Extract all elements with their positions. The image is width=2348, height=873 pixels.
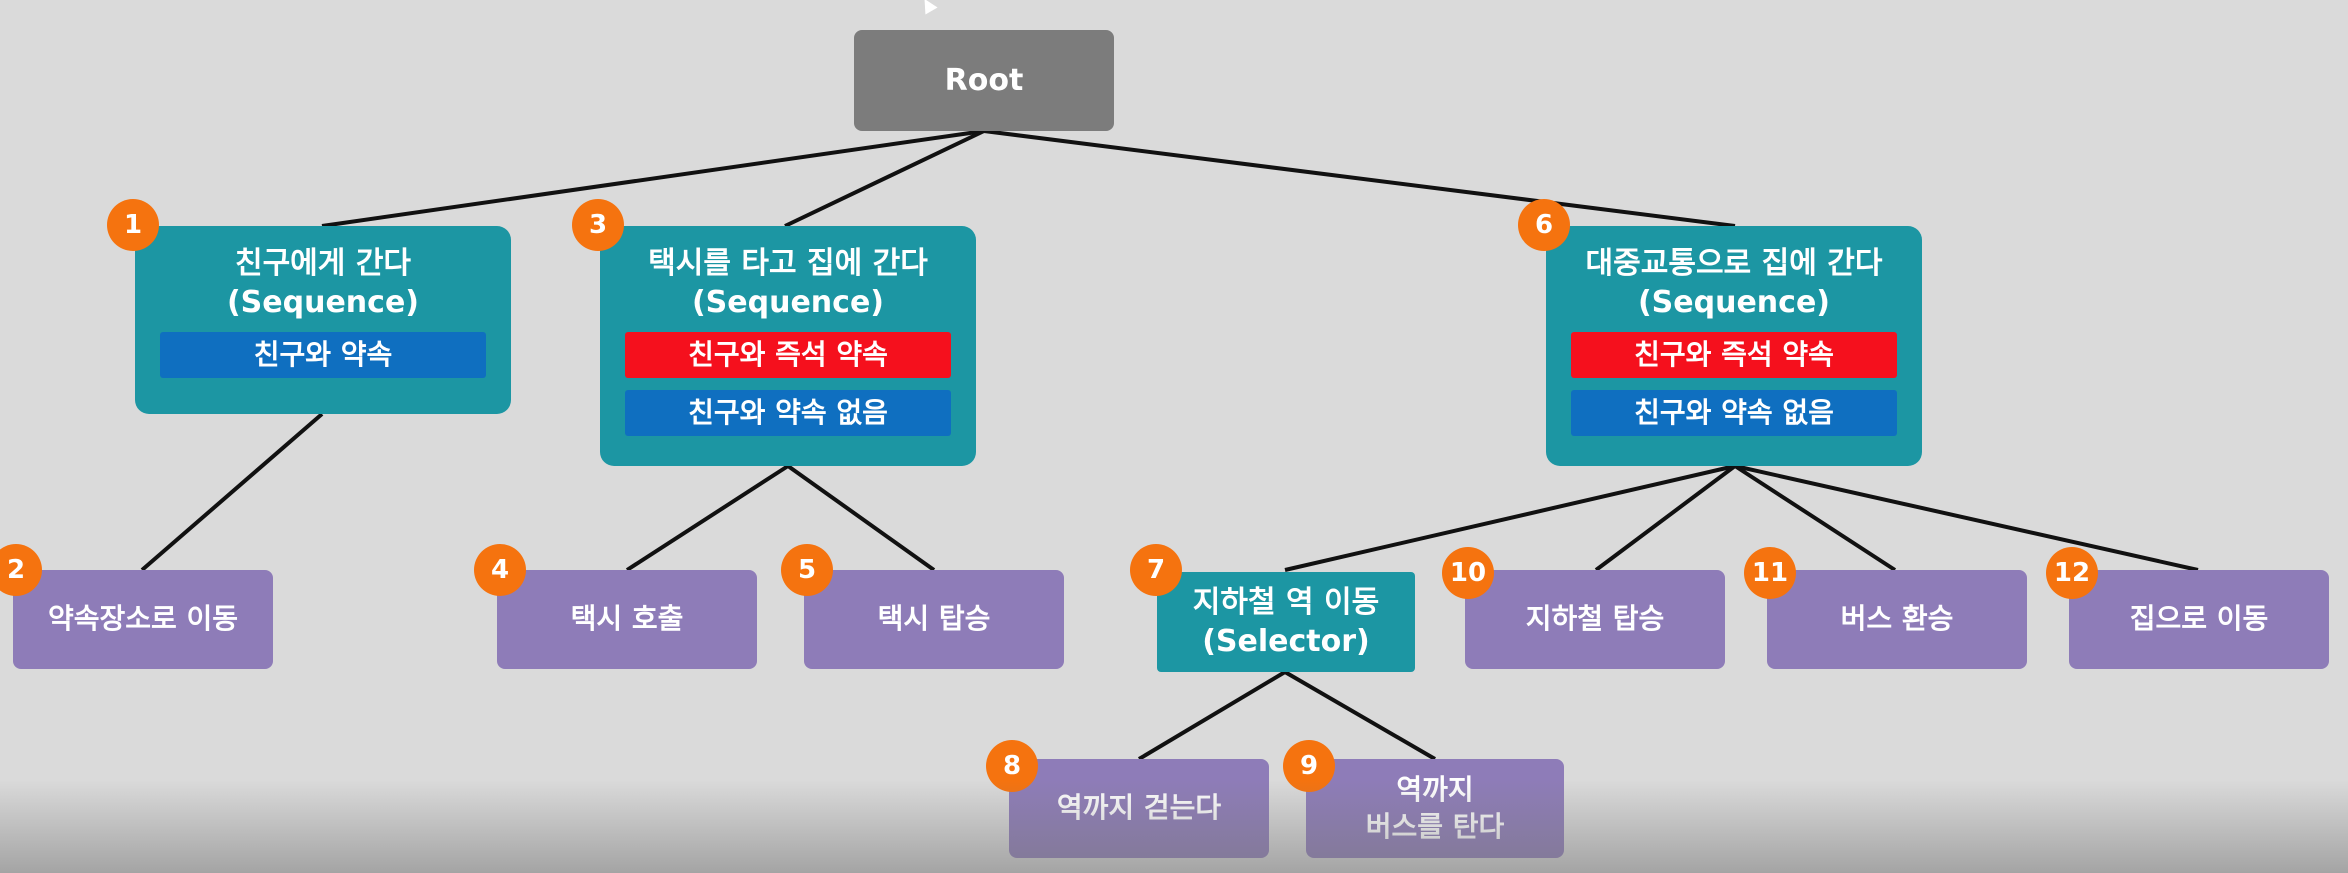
badge-number: 1 bbox=[123, 210, 143, 240]
node-type: (Sequence) bbox=[226, 285, 420, 320]
node-label: 집으로 이동 bbox=[2129, 602, 2269, 636]
sequence-node-taxi-home: 택시를 타고 집에 간다 (Sequence) 친구와 즉석 약속 친구와 약속… bbox=[600, 226, 976, 466]
badge-5: 5 bbox=[781, 544, 833, 596]
badge-4: 4 bbox=[474, 544, 526, 596]
node-label: 약속장소로 이동 bbox=[47, 602, 239, 636]
edge-7-9 bbox=[1283, 670, 1437, 761]
badge-2: 2 bbox=[0, 544, 42, 596]
condition-label: 친구와 즉석 약속 bbox=[688, 337, 888, 371]
edge-root-6 bbox=[983, 129, 1736, 228]
badge-number: 5 bbox=[797, 555, 817, 585]
badge-number: 2 bbox=[6, 555, 26, 585]
badge-number: 8 bbox=[1002, 751, 1022, 781]
badge-8: 8 bbox=[986, 740, 1038, 792]
badge-10: 10 bbox=[1442, 547, 1494, 599]
node-label: 역까지 걷는다 bbox=[1056, 791, 1222, 825]
condition-instant-promise: 친구와 즉석 약속 bbox=[625, 332, 951, 378]
action-node-move-home: 집으로 이동 bbox=[2069, 570, 2329, 669]
action-node-walk-to-station: 역까지 걷는다 bbox=[1009, 759, 1269, 858]
badge-number: 7 bbox=[1146, 555, 1166, 585]
edge-root-1 bbox=[321, 129, 985, 228]
badge-number: 11 bbox=[1751, 558, 1789, 588]
condition-label: 친구와 약속 없음 bbox=[1634, 395, 1834, 429]
node-title: 지하철 역 이동 bbox=[1192, 585, 1380, 620]
node-type: (Sequence) bbox=[691, 285, 885, 320]
condition-promise: 친구와 약속 bbox=[160, 332, 486, 378]
edge-6-7 bbox=[1284, 464, 1736, 572]
edge-6-10 bbox=[1594, 464, 1737, 572]
node-label: 택시 호출 bbox=[570, 602, 684, 636]
badge-1: 1 bbox=[107, 199, 159, 251]
action-node-transfer-bus: 버스 환승 bbox=[1767, 570, 2027, 669]
action-node-ride-taxi: 택시 탑승 bbox=[804, 570, 1064, 669]
selector-node-move-to-subway-station: 지하철 역 이동 (Selector) bbox=[1157, 572, 1415, 672]
edge-7-8 bbox=[1137, 670, 1287, 761]
action-node-ride-subway: 지하철 탑승 bbox=[1465, 570, 1725, 669]
badge-3: 3 bbox=[572, 199, 624, 251]
node-label-line1: 역까지 bbox=[1396, 773, 1474, 807]
edge-3-5 bbox=[786, 464, 936, 572]
edge-6-12 bbox=[1734, 464, 2199, 572]
badge-11: 11 bbox=[1744, 547, 1796, 599]
sequence-node-go-to-friend: 친구에게 간다 (Sequence) 친구와 약속 bbox=[135, 226, 511, 414]
condition-instant-promise: 친구와 즉석 약속 bbox=[1571, 332, 1897, 378]
action-node-call-taxi: 택시 호출 bbox=[497, 570, 757, 669]
node-label-line2: 버스를 탄다 bbox=[1365, 809, 1505, 843]
badge-9: 9 bbox=[1283, 740, 1335, 792]
root-label: Root bbox=[944, 63, 1024, 98]
badge-number: 4 bbox=[490, 555, 510, 585]
node-title: 친구에게 간다 bbox=[234, 246, 412, 281]
node-type: (Selector) bbox=[1202, 624, 1370, 659]
badge-number: 12 bbox=[2053, 558, 2091, 588]
badge-12: 12 bbox=[2046, 547, 2098, 599]
badge-number: 3 bbox=[588, 210, 608, 240]
badge-6: 6 bbox=[1518, 199, 1570, 251]
root-node: Root bbox=[854, 30, 1114, 131]
node-label: 택시 탑승 bbox=[877, 602, 991, 636]
edge-1-2 bbox=[140, 412, 324, 572]
edge-3-4 bbox=[625, 464, 790, 572]
node-label: 지하철 탑승 bbox=[1525, 602, 1665, 636]
node-label: 버스 환승 bbox=[1840, 602, 1954, 636]
condition-no-promise: 친구와 약속 없음 bbox=[1571, 390, 1897, 436]
node-title: 택시를 타고 집에 간다 bbox=[648, 246, 928, 281]
condition-label: 친구와 약속 bbox=[253, 337, 393, 371]
badge-number: 6 bbox=[1534, 210, 1554, 240]
action-node-move-to-meeting-place: 약속장소로 이동 bbox=[13, 570, 273, 669]
node-title: 대중교통으로 집에 간다 bbox=[1585, 246, 1883, 281]
edge-root-3 bbox=[784, 129, 985, 228]
badge-7: 7 bbox=[1130, 544, 1182, 596]
action-node-bus-to-station: 역까지 버스를 탄다 bbox=[1306, 759, 1564, 858]
condition-no-promise: 친구와 약속 없음 bbox=[625, 390, 951, 436]
badge-number: 9 bbox=[1299, 751, 1319, 781]
edge-6-11 bbox=[1733, 464, 1897, 572]
sequence-node-public-transit-home: 대중교통으로 집에 간다 (Sequence) 친구와 즉석 약속 친구와 약속… bbox=[1546, 226, 1922, 466]
node-type: (Sequence) bbox=[1637, 285, 1831, 320]
condition-label: 친구와 즉석 약속 bbox=[1634, 337, 1834, 371]
condition-label: 친구와 약속 없음 bbox=[688, 395, 888, 429]
badge-number: 10 bbox=[1449, 558, 1487, 588]
